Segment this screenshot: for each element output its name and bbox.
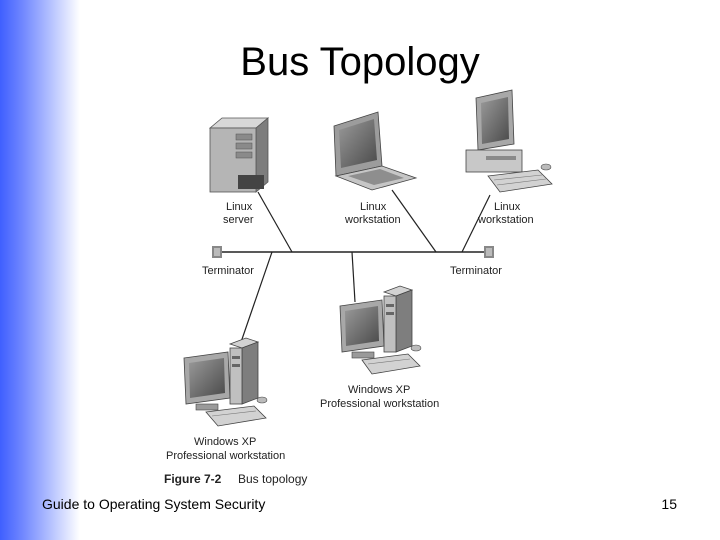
linux-workstation-1-label-line2: workstation <box>344 214 401 226</box>
linux-workstation-2-label-line1: Linux <box>494 201 521 213</box>
linux-server-label-line2: server <box>223 214 254 226</box>
linux-laptop-icon <box>333 111 418 191</box>
cable-linux-workstation-2 <box>461 194 491 253</box>
cable-linux-server <box>257 191 293 253</box>
terminator-left-icon <box>212 246 222 258</box>
slide-title: Bus Topology <box>240 40 480 84</box>
linux-server-icon <box>208 117 270 193</box>
terminator-left-label: Terminator <box>202 265 254 277</box>
cable-linux-workstation-1 <box>391 189 437 253</box>
windows-xp-center-label-line2: Professional workstation <box>320 398 439 410</box>
gradient-sidebar <box>0 0 80 540</box>
windows-xp-desktop-center-icon <box>339 285 422 375</box>
terminator-right-label: Terminator <box>450 265 502 277</box>
windows-xp-left-label-line1: Windows XP <box>194 436 256 448</box>
figure-caption-text: Bus topology <box>238 472 307 486</box>
windows-xp-desktop-left-icon <box>183 337 268 427</box>
figure-caption-label: Figure 7-2 <box>164 472 222 486</box>
windows-xp-center-label-line1: Windows XP <box>348 384 410 396</box>
cable-windows-xp-2 <box>351 251 356 303</box>
footer-text: Guide to Operating System Security <box>42 496 266 512</box>
terminator-right-icon <box>484 246 494 258</box>
linux-desktop-icon <box>465 89 553 193</box>
linux-workstation-1-label-line1: Linux <box>360 201 387 213</box>
linux-server-label-line1: Linux <box>226 201 253 213</box>
cable-windows-xp-1 <box>239 251 273 346</box>
windows-xp-left-label-line2: Professional workstation <box>166 450 285 462</box>
page-number: 15 <box>661 496 677 512</box>
linux-workstation-2-label-line2: workstation <box>477 214 534 226</box>
